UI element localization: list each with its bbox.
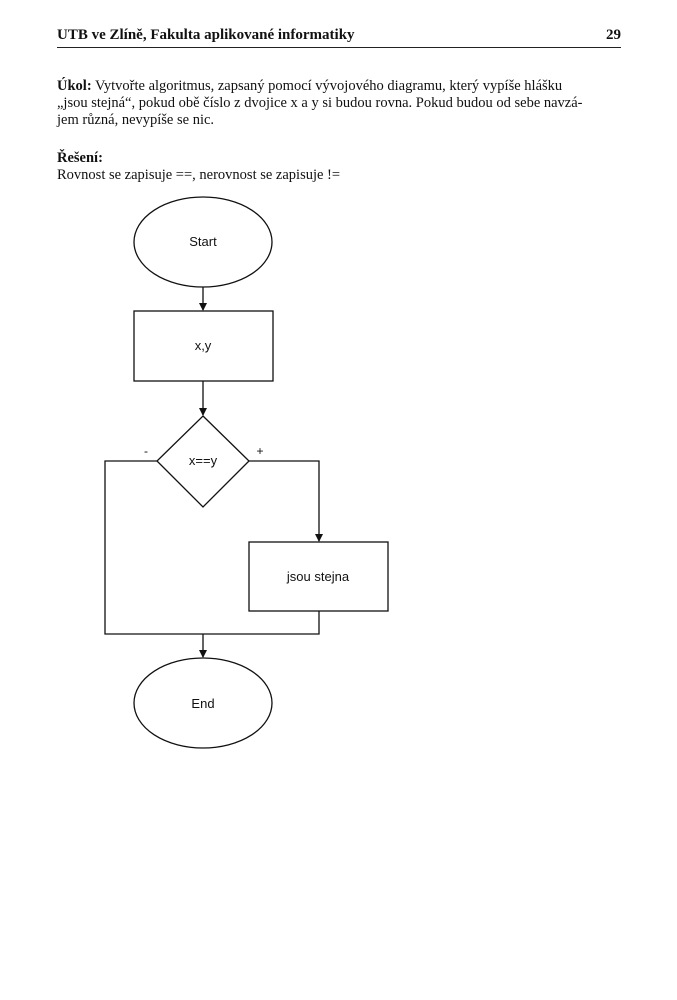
page-header: UTB ve Zlíně, Fakulta aplikované informa… (57, 27, 621, 48)
output-label: jsou stejna (286, 569, 350, 584)
task-label: Úkol: (57, 78, 92, 94)
task-line-1: Vytvořte algoritmus, zapsaný pomocí vývo… (91, 78, 563, 94)
start-label: Start (189, 234, 217, 249)
yes-branch-label: + (256, 444, 263, 458)
decision-label: x==y (189, 453, 218, 468)
end-node (133, 657, 273, 749)
decision-node (156, 415, 250, 508)
end-label: End (191, 696, 214, 711)
task-line-3: jem různá, nevypíše se nic. (57, 112, 215, 128)
solution-title: Řešení: (57, 150, 103, 166)
task-line-2: „jsou stejná“, pokud obě číslo z dvojice… (57, 95, 583, 111)
arrow-yes-to-output (249, 460, 323, 542)
solution-text: Rovnost se zapisuje ==, nerovnost se zap… (57, 167, 341, 183)
line-output-to-merge (203, 611, 320, 635)
line-no-branch (104, 460, 203, 635)
input-label: x,y (195, 338, 212, 353)
header-title: UTB ve Zlíně, Fakulta aplikované informa… (57, 27, 355, 43)
page-number: 29 (606, 27, 621, 43)
output-node (248, 541, 389, 612)
task-paragraph: Úkol: Vytvořte algoritmus, zapsaný pomoc… (57, 78, 627, 129)
no-branch-label: - (144, 444, 148, 458)
